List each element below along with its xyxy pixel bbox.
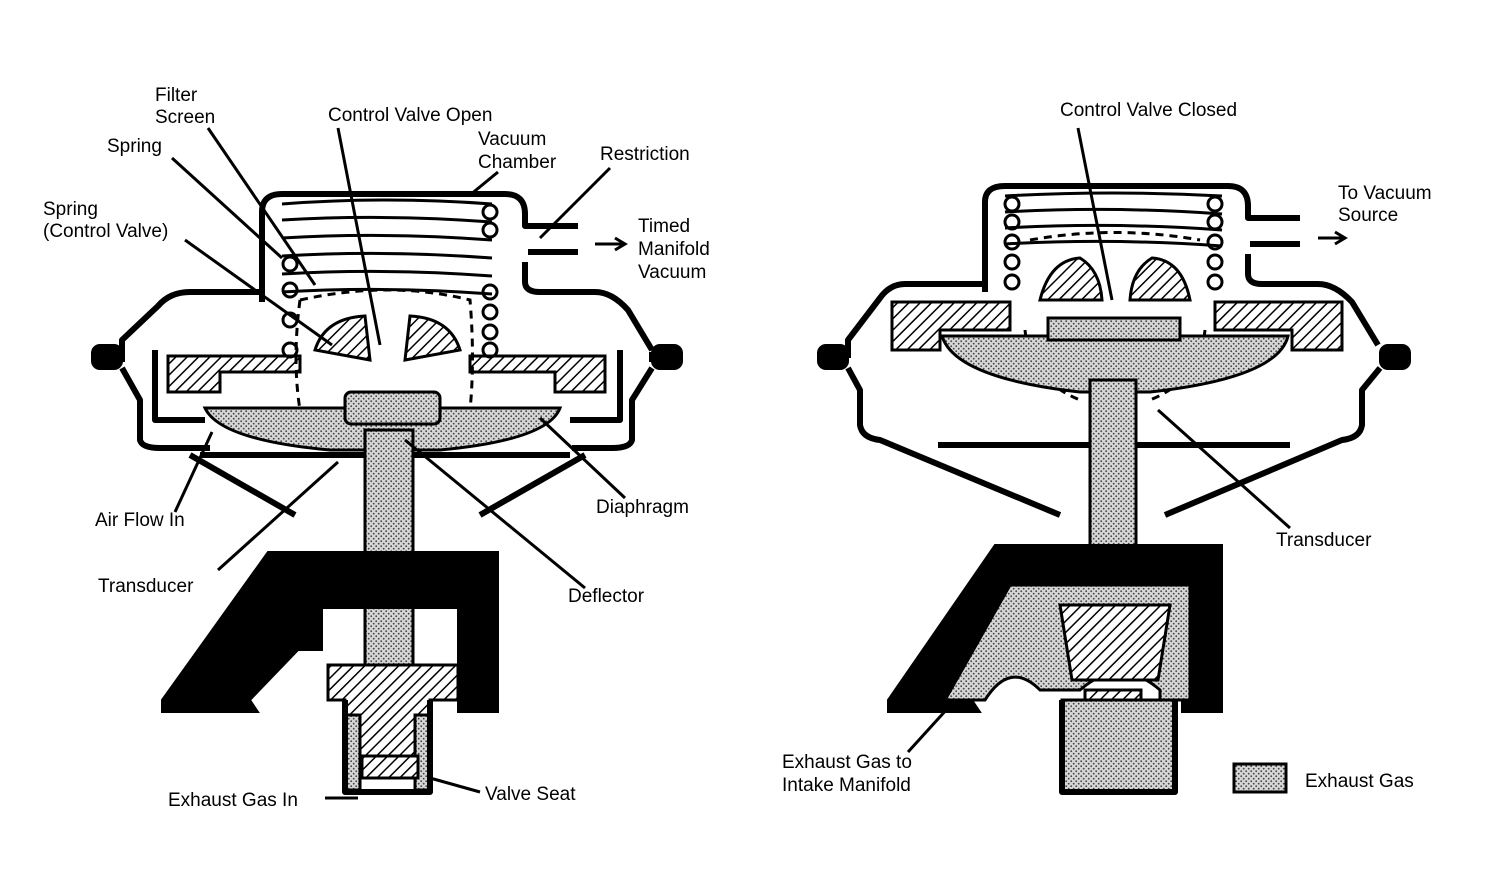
right-valve-body [1058, 603, 1172, 682]
right-vacuum-housing [982, 183, 1381, 347]
legend: Exhaust Gas [1232, 762, 1414, 794]
leader-lines [170, 127, 1291, 800]
label-vacuum-line1: Vacuum [478, 129, 546, 150]
label-air-flow-in: Air Flow In [95, 510, 185, 531]
label-vacuum-line2: Chamber [478, 152, 557, 173]
left-valve-open [91, 191, 683, 795]
label-exhaust-intake-line1: Exhaust Gas to [782, 752, 912, 773]
left-hatched-retainer [468, 354, 607, 394]
label-timed-line1: Timed [638, 216, 690, 237]
label-timed-line2: Manifold [638, 239, 710, 260]
left-vacuum-housing [259, 191, 655, 352]
right-valve-closed [817, 183, 1411, 795]
right-diaphragm [939, 334, 1290, 394]
label-exhaust-intake-line2: Intake Manifold [782, 775, 911, 796]
left-main-spring [281, 198, 499, 359]
right-control-spring [1038, 256, 1192, 302]
label-control-valve-closed: Control Valve Closed [1060, 100, 1237, 121]
label-exhaust-gas-in: Exhaust Gas In [168, 790, 298, 811]
label-transducer-left: Transducer [98, 576, 194, 597]
left-flange-bolt [651, 344, 683, 370]
label-filter-line1: Filter [155, 85, 198, 106]
left-flange-bolt [91, 344, 123, 370]
legend-swatch [1232, 762, 1288, 794]
label-vacuum-source-line2: Source [1338, 205, 1398, 226]
label-control-valve-open: Control Valve Open [328, 105, 492, 126]
left-hatched-retainer [166, 354, 302, 394]
left-valve-seat [360, 754, 420, 780]
label-transducer-right: Transducer [1276, 530, 1372, 551]
legend-label: Exhaust Gas [1305, 771, 1414, 792]
right-hatched-retainer [1213, 300, 1344, 352]
label-spring: Spring [107, 136, 162, 157]
label-valve-seat: Valve Seat [485, 784, 576, 805]
right-flange-bolt [1379, 344, 1411, 370]
left-deflector [343, 390, 442, 426]
label-timed-line3: Vacuum [638, 262, 706, 283]
label-diaphragm: Diaphragm [596, 497, 689, 518]
right-labels: Control Valve Closed To Vacuum Source Tr… [782, 100, 1432, 796]
label-filter-line2: Screen [155, 107, 215, 128]
left-outer-cover [119, 289, 655, 362]
label-spring-cv-line1: Spring [43, 199, 98, 220]
right-hatched-retainer [890, 300, 1012, 352]
label-spring-cv-line2: (Control Valve) [43, 221, 168, 242]
left-labels: Filter Screen Control Valve Open Spring … [43, 85, 710, 811]
right-flange-bolt [817, 344, 849, 370]
left-base-casting [161, 551, 499, 713]
right-transducer-plate [1046, 316, 1182, 342]
right-main-spring [1003, 191, 1224, 291]
label-restriction: Restriction [600, 144, 690, 165]
left-control-spring [313, 314, 462, 362]
label-vacuum-source-line1: To Vacuum [1338, 183, 1432, 204]
label-deflector: Deflector [568, 586, 645, 607]
